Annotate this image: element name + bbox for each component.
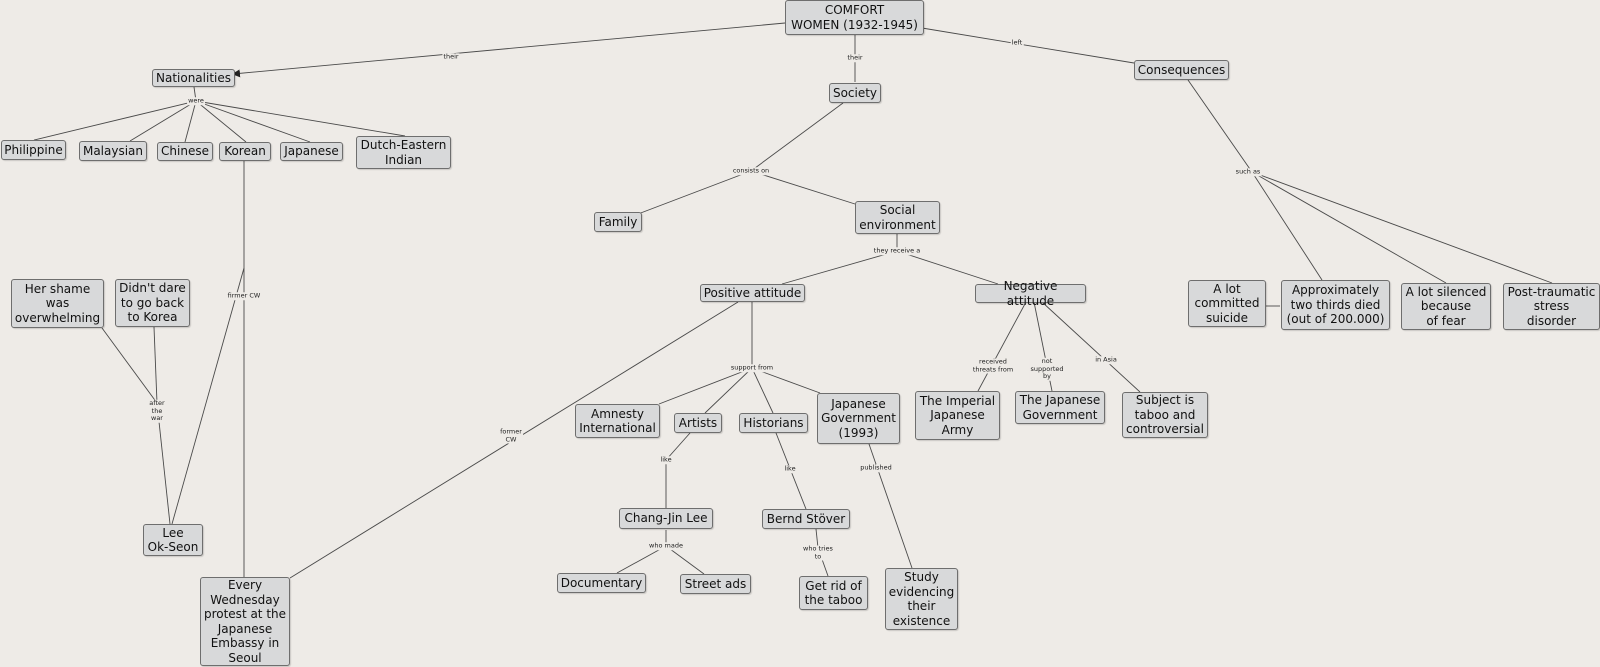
edge-society-consists [750,102,844,172]
link-label-were: were [187,96,205,105]
node-bernd-stover[interactable]: Bernd Stöver [762,509,850,529]
node-society[interactable]: Society [829,83,881,103]
node-didnt-dare[interactable]: Didn't dare to go back to Korea [115,279,190,327]
link-label-left: left [1010,38,1024,47]
link-label-support-from: support from [729,363,775,372]
link-label-their-nationalities: their [442,52,460,61]
node-nationalities[interactable]: Nationalities [152,69,235,87]
node-documentary[interactable]: Documentary [557,573,646,593]
node-comfort-women[interactable]: COMFORT WOMEN (1932-1945) [785,0,924,35]
node-historians[interactable]: Historians [739,413,808,433]
node-her-shame[interactable]: Her shame was overwhelming [11,279,104,328]
node-imperial-japanese-army[interactable]: The Imperial Japanese Army [915,391,1000,440]
node-malaysian[interactable]: Malaysian [79,141,147,161]
link-label-they-receive-a: they receive a [872,246,922,255]
link-label-published: published [859,463,893,472]
edge-root-nationalities [232,22,786,78]
node-artists[interactable]: Artists [674,413,722,433]
edge-root-consequences [921,27,1135,64]
node-amnesty-international[interactable]: Amnesty International [575,404,660,438]
node-get-rid-of-taboo[interactable]: Get rid of the taboo [799,576,868,610]
link-label-not-supported-by: not supported by [1029,356,1065,381]
node-korean[interactable]: Korean [219,142,271,161]
node-two-thirds-died[interactable]: Approximately two thirds died (out of 20… [1281,280,1390,330]
node-japanese[interactable]: Japanese [280,142,343,161]
node-philippine[interactable]: Philippine [1,140,66,160]
link-label-who-tries-to: who tries to [802,544,834,561]
link-label-consists-on: consists on [731,166,771,175]
node-lee-ok-seon[interactable]: Lee Ok-Seon [143,524,203,556]
node-study-evidencing[interactable]: Study evidencing their existence [885,568,958,630]
node-lot-committed-suicide[interactable]: A lot committed suicide [1188,280,1266,327]
link-label-like-historians: like [783,464,797,473]
link-label-after-the-war: after the war [148,398,166,423]
link-label-in-asia: in Asia [1094,355,1118,364]
node-lot-silenced[interactable]: A lot silenced because of fear [1401,283,1491,330]
edge-korean-lee [171,267,245,525]
node-wednesday-protest[interactable]: Every Wednesday protest at the Japanese … [200,577,290,666]
edge-didnt-lee [153,326,158,404]
node-japanese-government[interactable]: The Japanese Government [1015,391,1105,424]
node-street-ads[interactable]: Street ads [680,574,751,594]
node-consequences[interactable]: Consequences [1134,60,1229,80]
node-social-environment[interactable]: Social environment [855,201,940,234]
node-ptsd[interactable]: Post-traumatic stress disorder [1503,283,1600,330]
link-label-received-threats-from: received threats from [971,357,1015,374]
node-positive-attitude[interactable]: Positive attitude [700,284,805,302]
node-subject-taboo[interactable]: Subject is taboo and controversial [1122,392,1208,438]
link-label-who-made: who made [648,541,684,550]
node-negative-attitude[interactable]: Negative attitude [975,279,1086,308]
node-japanese-government-1993[interactable]: Japanese Government (1993) [817,393,900,444]
node-chang-jin-lee[interactable]: Chang-Jin Lee [619,508,713,529]
node-family[interactable]: Family [594,212,642,232]
node-chinese[interactable]: Chinese [157,142,213,161]
link-label-like-artists: like [659,455,673,464]
link-label-former-cw: former CW [499,427,523,444]
link-label-their-society: their [846,53,864,62]
node-dutch-eastern-indian[interactable]: Dutch-Eastern Indian [356,136,451,169]
edge-shame-lee [101,327,158,404]
link-label-such-as: such as [1234,167,1262,176]
link-label-firmer-cw: firmer CW [226,291,262,300]
